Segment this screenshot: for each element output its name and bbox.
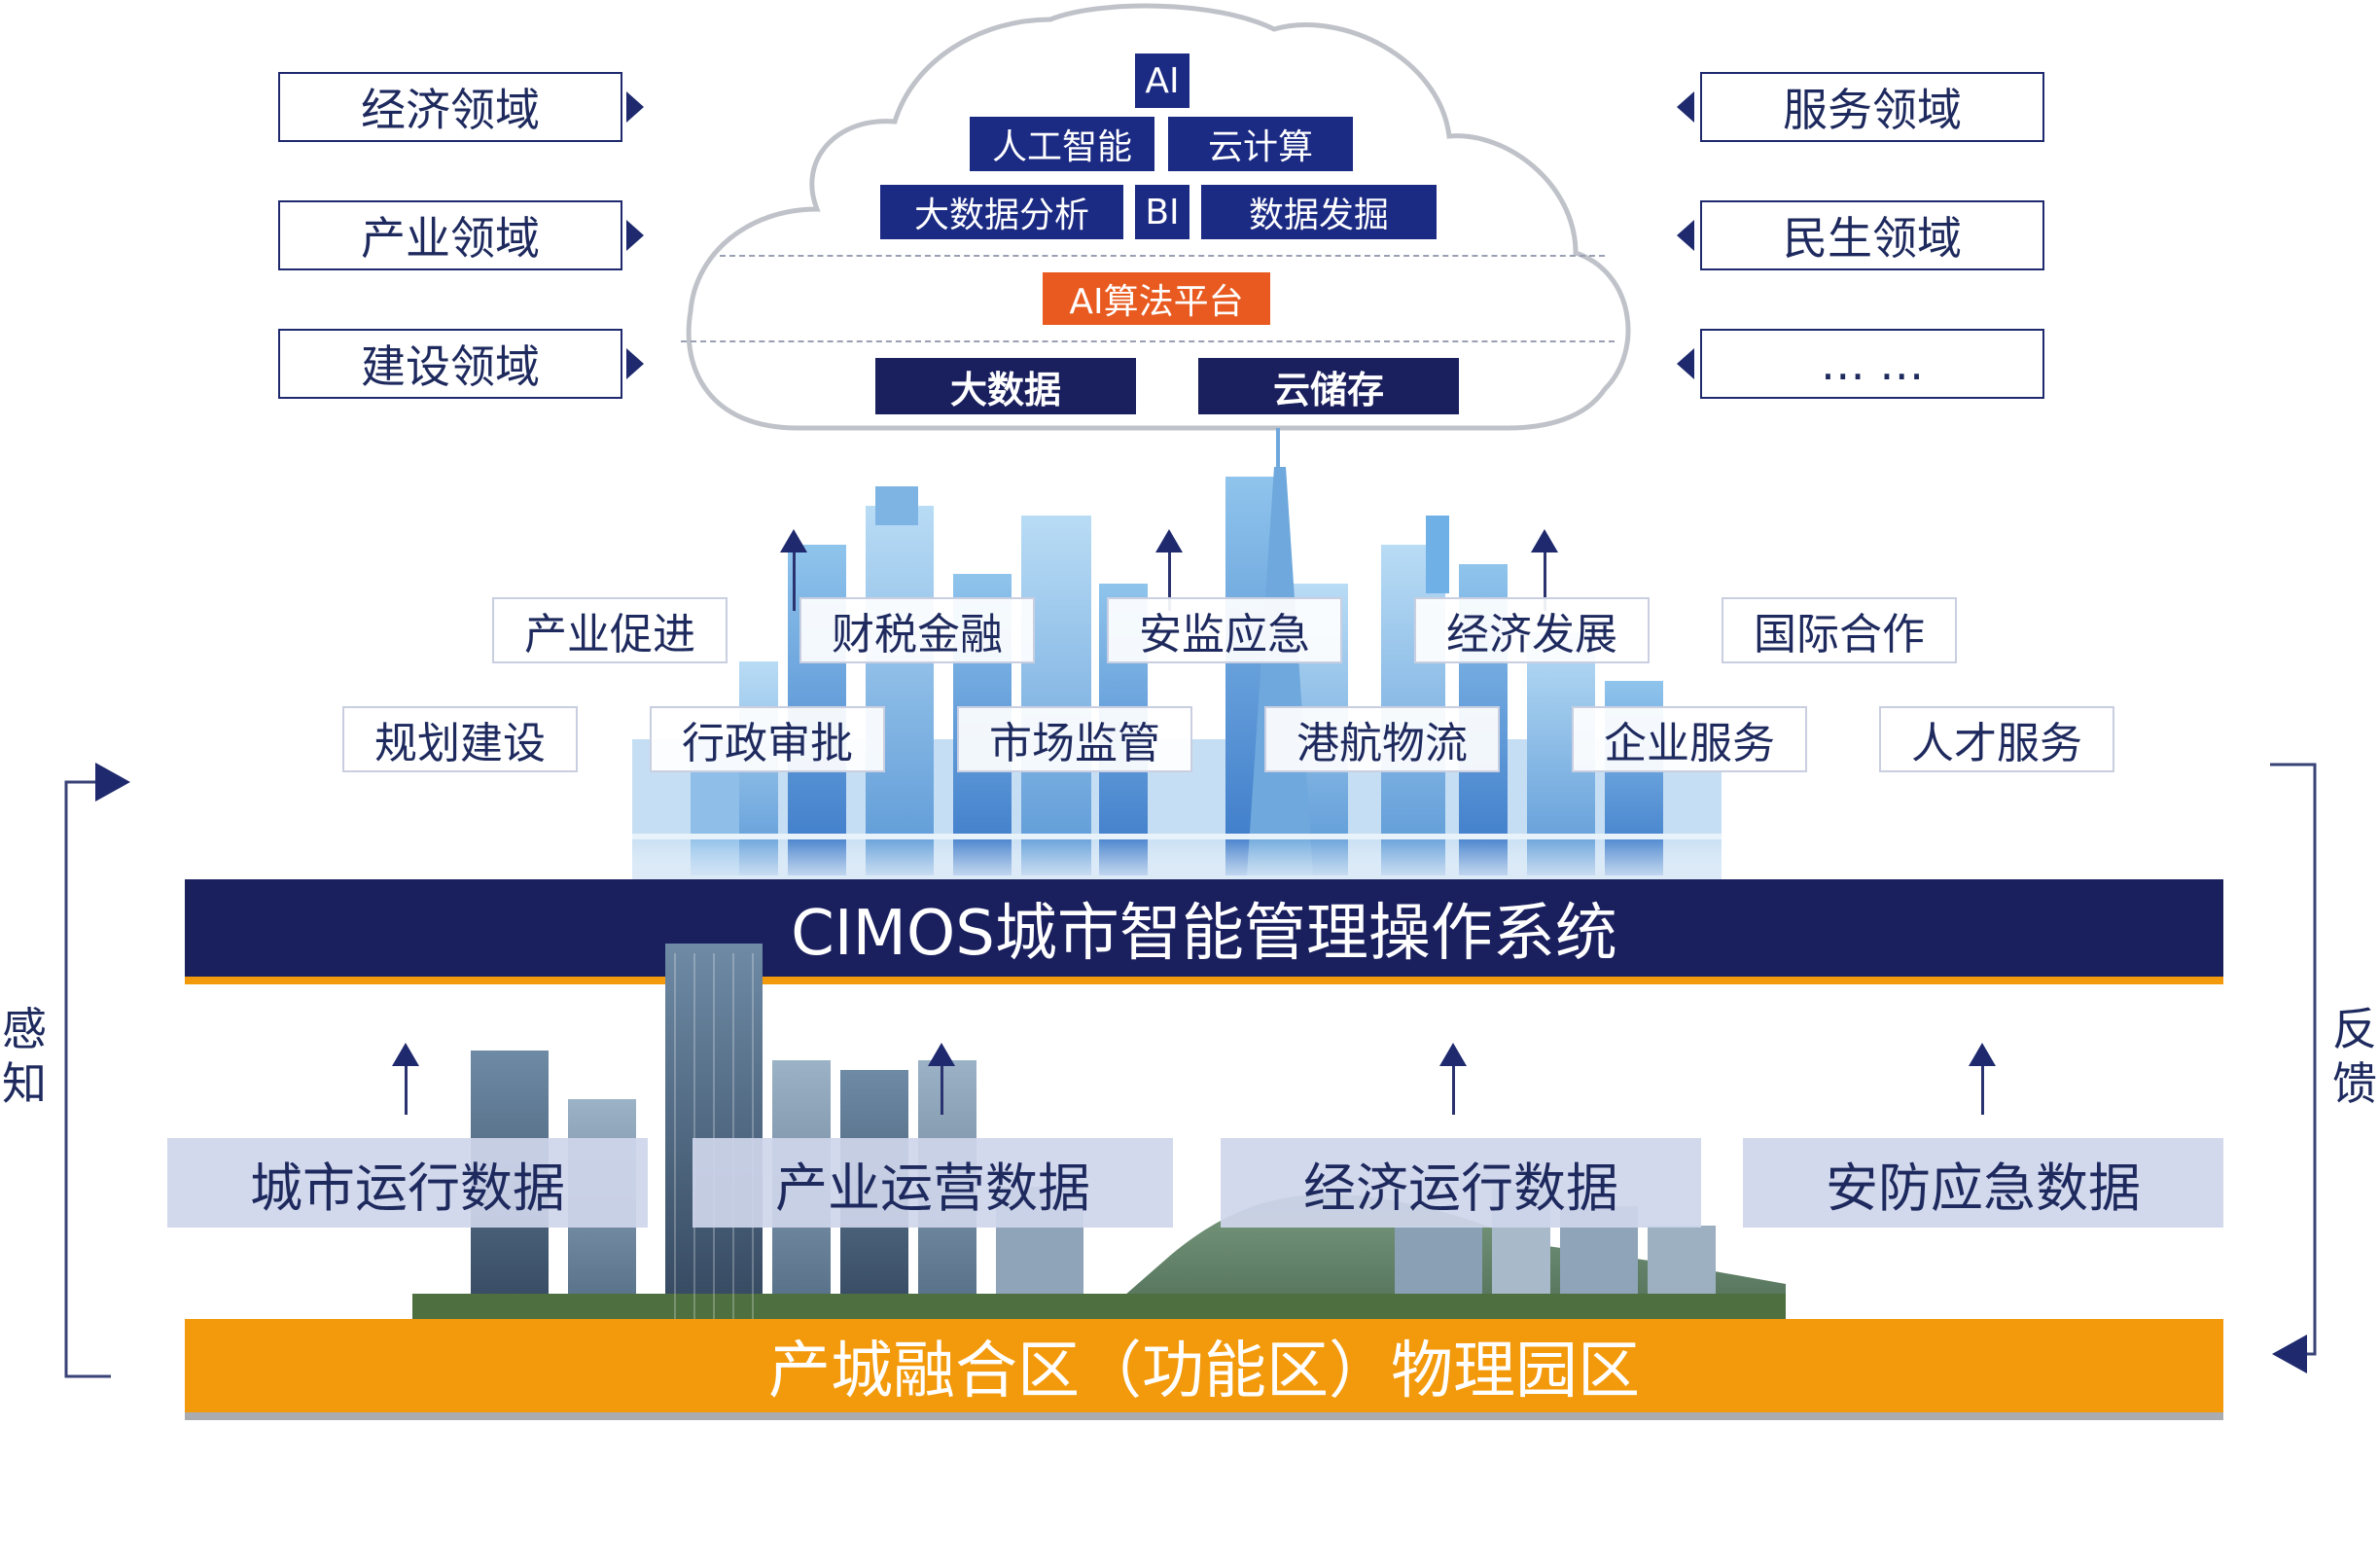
service-industry-promotion: 产业促进 xyxy=(492,597,728,663)
domain-services: 服务领域 xyxy=(1700,72,2044,142)
domain-livelihood: 民生领域 xyxy=(1700,200,2044,270)
arrow-up-icon xyxy=(1531,529,1558,552)
perception-label-char: 感 xyxy=(2,1003,47,1055)
service-economic-development: 经济发展 xyxy=(1414,597,1650,663)
cloud-big-data-analysis-box: 大数据分析 xyxy=(880,185,1123,239)
data-block-urban-operation: 城市运行数据 xyxy=(167,1138,648,1228)
service-port-logistics: 港航物流 xyxy=(1264,706,1500,772)
domain-construction: 建设领域 xyxy=(278,329,622,399)
ai-algorithm-platform-box: AI算法平台 xyxy=(1043,272,1270,325)
data-up-arrow xyxy=(405,1066,408,1115)
data-up-arrow xyxy=(1452,1066,1455,1115)
service-planning-construction: 规划建设 xyxy=(342,706,578,772)
skyline-up-arrow xyxy=(1168,552,1171,611)
domain-industry: 产业领域 xyxy=(278,200,622,270)
feedback-label-char: 馈 xyxy=(2332,1057,2377,1110)
service-safety-emergency: 安监应急 xyxy=(1107,597,1342,663)
service-market-supervision: 市场监管 xyxy=(957,706,1192,772)
feedback-loop-line xyxy=(2270,763,2317,1373)
perception-loop-line xyxy=(64,763,130,1378)
physical-park-bar: 产城融合区（功能区）物理园区 xyxy=(185,1319,2223,1412)
cloud-storage-box: 云储存 xyxy=(1198,358,1459,414)
cloud-ai-tech-box: 人工智能 xyxy=(970,117,1154,171)
arrow-up-icon xyxy=(1155,529,1183,552)
data-up-arrow xyxy=(941,1066,943,1115)
arrow-left-icon xyxy=(1677,348,1694,379)
data-up-arrow xyxy=(1981,1066,1984,1115)
service-finance-tax: 财税金融 xyxy=(799,597,1035,663)
cloud-bi-box: BI xyxy=(1135,185,1190,239)
data-block-economic-operation: 经济运行数据 xyxy=(1221,1138,1701,1228)
arrow-up-icon xyxy=(1439,1043,1467,1066)
domain-more: … … xyxy=(1700,329,2044,399)
arrow-up-icon xyxy=(928,1043,955,1066)
cloud-cloud-computing-box: 云计算 xyxy=(1168,117,1353,171)
arrow-right-icon xyxy=(626,91,644,123)
city-photo-illustration xyxy=(412,944,1786,1323)
arrow-right-icon xyxy=(626,220,644,251)
cloud-divider-top xyxy=(720,255,1605,257)
data-block-security-emergency: 安防应急数据 xyxy=(1743,1138,2223,1228)
service-enterprise: 企业服务 xyxy=(1572,706,1807,772)
skyline-up-arrow xyxy=(793,552,796,611)
service-international-cooperation: 国际合作 xyxy=(1722,597,1957,663)
feedback-label-char: 反 xyxy=(2332,1003,2377,1055)
perception-label-char: 知 xyxy=(2,1057,47,1110)
cloud-ai-box: AI xyxy=(1135,53,1190,108)
cimos-os-bar: CIMOS城市智能管理操作系统 xyxy=(185,879,2223,977)
cloud-data-mining-box: 数据发掘 xyxy=(1201,185,1437,239)
domain-economy: 经济领域 xyxy=(278,72,622,142)
big-data-box: 大数据 xyxy=(875,358,1136,414)
arrow-right-icon xyxy=(626,348,644,379)
arrow-left-icon xyxy=(1677,220,1694,251)
data-block-industry-operation: 产业运营数据 xyxy=(692,1138,1173,1228)
cloud-divider-bottom xyxy=(681,340,1615,342)
park-bar-underline xyxy=(185,1412,2223,1420)
service-administrative-approval: 行政审批 xyxy=(650,706,885,772)
arrow-up-icon xyxy=(1969,1043,1996,1066)
skyline-up-arrow xyxy=(1544,552,1546,611)
arrow-up-icon xyxy=(392,1043,419,1066)
service-talent: 人才服务 xyxy=(1879,706,2114,772)
cimos-bar-underline xyxy=(185,977,2223,984)
arrow-up-icon xyxy=(780,529,807,552)
arrow-left-icon xyxy=(1677,91,1694,123)
